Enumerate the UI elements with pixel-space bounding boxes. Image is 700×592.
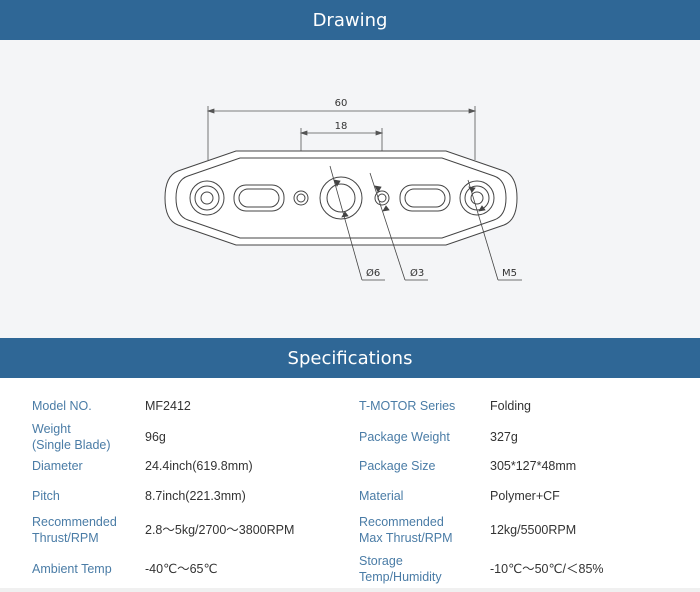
dimension-60: [206, 106, 477, 160]
spec-label: Weight (Single Blade): [32, 422, 111, 452]
spec-value: -40℃～65℃: [145, 562, 218, 576]
spec-row: Diameter 24.4inch(619.8mm) Package Size …: [0, 458, 700, 488]
m5-label: M5: [502, 268, 517, 279]
spec-label: Model NO.: [32, 399, 92, 413]
spec-label: Ambient Temp: [32, 562, 112, 576]
spec-value: MF2412: [145, 399, 191, 413]
bottom-divider: [0, 588, 700, 592]
hole-6-label: Ø6: [366, 267, 380, 279]
spec-label: Pitch: [32, 489, 60, 503]
spec-value: 12kg/5500RPM: [490, 523, 577, 537]
spec-value: 305*127*48mm: [490, 459, 577, 473]
dimension-18: [299, 128, 384, 155]
spec-label: Package Size: [359, 459, 436, 473]
spec-value: 8.7inch(221.3mm): [145, 489, 246, 503]
spec-row: Weight (Single Blade) 96g Package Weight…: [0, 421, 700, 455]
spec-label: Package Weight: [359, 430, 450, 444]
dimension-18-label: 18: [335, 121, 348, 132]
spec-label: T-MOTOR Series: [359, 399, 456, 413]
drawing-section-header: Drawing: [0, 0, 700, 40]
spec-value: 327g: [490, 430, 518, 444]
slots: [233, 184, 451, 212]
spec-row: Pitch 8.7inch(221.3mm) Material Polymer+…: [0, 488, 700, 518]
spec-row: Ambient Temp -40℃～65℃ Storage Temp/Humid…: [0, 553, 700, 587]
technical-drawing: 60 18: [0, 40, 700, 338]
hole-3-label: Ø3: [410, 267, 424, 279]
spec-value: 2.8～5kg/2700～3800RPM: [145, 523, 295, 537]
spec-label: Recommended Max Thrust/RPM: [359, 515, 453, 545]
dimension-60-label: 60: [335, 98, 348, 109]
spec-value: -10℃～50℃/＜85%: [490, 562, 604, 576]
hole-6mm: [319, 176, 363, 220]
drawing-title: Drawing: [312, 9, 388, 31]
spec-row: Recommended Thrust/RPM 2.8～5kg/2700～3800…: [0, 514, 700, 548]
spec-value: 96g: [145, 430, 166, 444]
spec-value: 24.4inch(619.8mm): [145, 459, 253, 473]
m5-holes: [189, 180, 495, 216]
hub-outline: [164, 150, 518, 246]
specifications-table: Model NO. MF2412 T-MOTOR Series Folding …: [0, 378, 700, 592]
spec-label: Storage Temp/Humidity: [359, 554, 442, 584]
spec-value: Folding: [490, 399, 531, 413]
spec-label: Material: [359, 489, 404, 503]
spec-value: Polymer+CF: [490, 489, 560, 503]
specifications-title: Specifications: [287, 347, 413, 369]
spec-label: Diameter: [32, 459, 83, 473]
leader-lines: [329, 165, 522, 281]
spec-label: Recommended Thrust/RPM: [32, 515, 117, 545]
hub-drawing: 60 18: [164, 98, 522, 281]
spec-row: Model NO. MF2412 T-MOTOR Series Folding: [0, 398, 700, 428]
specifications-section-header: Specifications: [0, 338, 700, 378]
